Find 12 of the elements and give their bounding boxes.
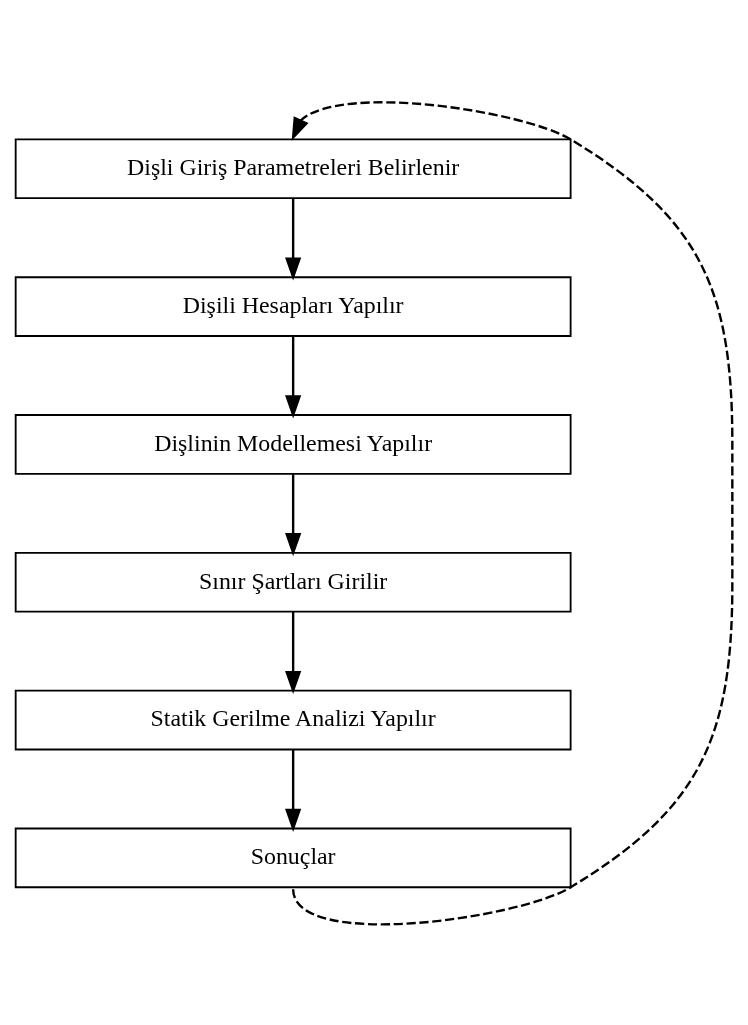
arrow [285,335,302,418]
arrow [285,749,302,832]
node-box: Statik Gerilme Analizi Yapılır [14,689,572,750]
arrow [291,100,734,925]
arrow [285,611,302,694]
node-box: Sonuçlar [14,827,572,888]
node-box: Dişili Hesapları Yapılır [14,275,572,337]
node-box: Sınır Şartları Girilir [14,551,572,613]
arrow [285,197,302,281]
node-box: Dişli Giriş Parametreleri Belirlenir [14,137,572,199]
arrow [285,473,302,556]
node-box: Dişlinin Modellemesi Yapılır [14,413,572,475]
